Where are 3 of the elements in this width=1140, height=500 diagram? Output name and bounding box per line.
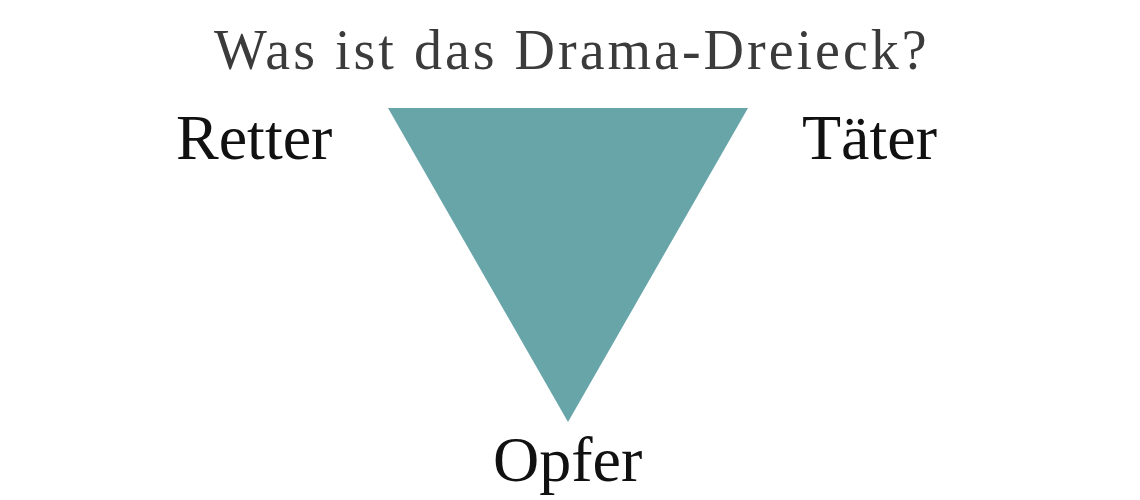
vertex-label: Retter (176, 106, 333, 170)
title: Was ist das Drama-Dreieck? (214, 22, 930, 78)
vertex-label: Täter (802, 106, 937, 170)
